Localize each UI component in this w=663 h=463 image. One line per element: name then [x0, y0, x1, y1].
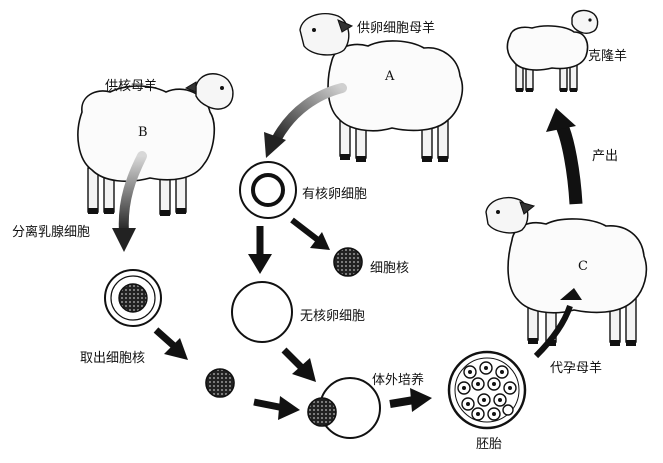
sheep-c-label: 代孕母羊 [550, 360, 602, 376]
sheep-a-letter: A [384, 69, 395, 84]
sheep-b-label: 供核母羊 [105, 78, 157, 94]
embryo-label: 胚胎 [476, 437, 502, 452]
sheep-b: B [77, 73, 234, 216]
sheep-a-body [327, 40, 464, 132]
reconstructed-nucleus [307, 397, 337, 427]
sheep-c-letter: C [578, 259, 588, 274]
enucleated-egg [231, 281, 293, 343]
arrow-b-to-mammary [112, 151, 147, 252]
arrow-enucleated-to-fused [281, 347, 316, 382]
enucleated-egg-label: 无核卵细胞 [300, 309, 365, 324]
embryo [447, 350, 527, 430]
nucleus-label: 细胞核 [370, 261, 409, 276]
arrow-egg-to-nucleus [290, 217, 330, 250]
mammary-cell [104, 269, 162, 327]
separate-mammary-label: 分离乳腺细胞 [12, 224, 90, 240]
arrow-culture [389, 388, 432, 412]
arrow-a-to-egg [264, 83, 347, 158]
removed-nucleus [333, 247, 363, 277]
sheep-c-body [507, 218, 648, 314]
extracted-nucleus [205, 368, 235, 398]
mammary-nucleus [118, 283, 148, 313]
arrow-birth [546, 108, 583, 205]
arrow-egg-to-enucleated [248, 226, 272, 274]
arrow-nucleus-to-fused [253, 396, 300, 420]
sheep-b-letter: B [138, 125, 148, 140]
arrow-mammary-to-nucleus [153, 327, 188, 360]
sheep-c-head [485, 196, 529, 234]
clone-sheep [506, 9, 599, 92]
sheep-c: C [485, 196, 648, 346]
in-vitro-culture-label: 体外培养 [372, 372, 424, 388]
birth-label: 产出 [592, 149, 618, 164]
clone-sheep-label: 克隆羊 [588, 48, 627, 64]
sheep-b-head [195, 73, 234, 110]
sheep-b-body [77, 85, 216, 183]
sheep-a-label: 供卵细胞母羊 [357, 20, 435, 36]
nucleated-egg [239, 161, 297, 219]
nucleated-egg-label: 有核卵细胞 [302, 187, 367, 202]
clone-sheep-head [571, 9, 599, 34]
arrow-embryo-to-c [533, 288, 582, 359]
take-nucleus-label: 取出细胞核 [80, 351, 145, 366]
reconstructed-cell [307, 377, 381, 439]
clone-sheep-body [506, 25, 589, 71]
sheep-a: A [299, 12, 464, 162]
sheep-a-head [299, 12, 350, 56]
